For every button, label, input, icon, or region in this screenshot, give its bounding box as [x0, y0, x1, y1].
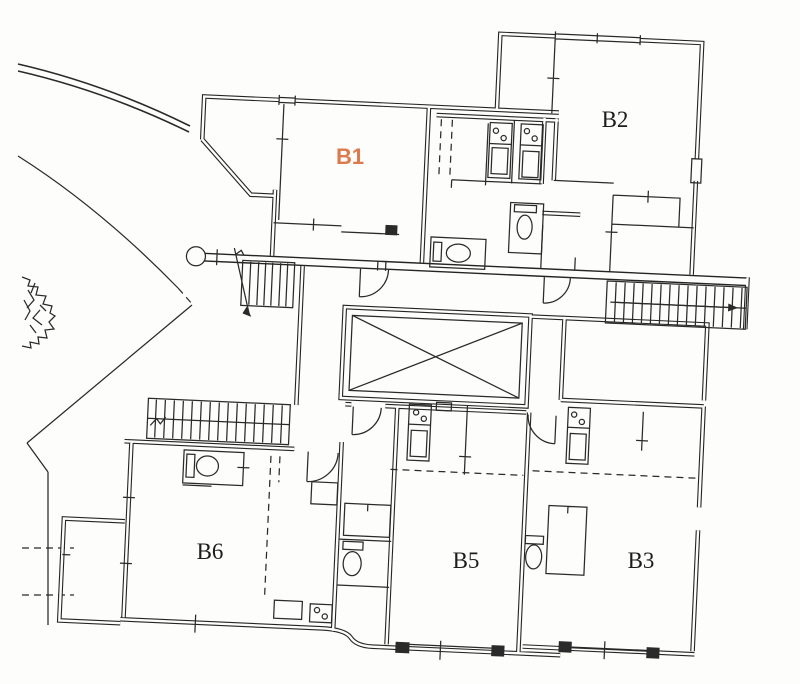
- kitchen-fixture-b1: [487, 121, 513, 180]
- window-post: [646, 647, 660, 659]
- closet-b5: [342, 502, 392, 538]
- window-b2-top: [554, 31, 642, 46]
- outer-walls-inner: [58, 32, 749, 657]
- stair-arrow-icon: [149, 416, 167, 426]
- unit-b2-interior: [547, 31, 703, 272]
- unit-b5-interior: [337, 403, 524, 660]
- unit-label-b2: B2: [602, 107, 629, 132]
- dashed-partition: [263, 455, 281, 596]
- unit-label-b5: B5: [453, 548, 480, 573]
- dashed-partition: [438, 119, 454, 178]
- door-arcs: [306, 268, 571, 483]
- unit-b6-interior: [62, 449, 339, 633]
- window-b5-bottom: [409, 640, 492, 660]
- closet-b6: [310, 481, 339, 506]
- site-boundary-line: [26, 304, 193, 625]
- window-post: [395, 641, 410, 654]
- unit-label-b1: B1: [336, 144, 364, 169]
- site-curve-inner: [17, 155, 179, 289]
- stair-west-treads: [248, 261, 289, 307]
- site-lines: [17, 63, 194, 625]
- window-b3-bottom: [571, 641, 647, 660]
- wall-post: [385, 224, 398, 236]
- stair-arrow-icon: [242, 306, 252, 317]
- window-b1-top: [278, 94, 296, 106]
- toilet-fixture-b5: [342, 540, 364, 577]
- dashed-partition: [532, 470, 697, 479]
- window-post: [558, 641, 572, 653]
- building-plan: [56, 31, 750, 660]
- dashed-partition: [390, 468, 524, 476]
- kitchen-fixture-b5: [406, 403, 433, 462]
- site-curve-outer-2: [17, 70, 190, 133]
- kitchen-fixture-b3: [565, 406, 592, 465]
- wc-room-b1: [507, 201, 545, 255]
- site-curve-outer: [17, 63, 191, 127]
- unit-b3-interior: [524, 406, 697, 660]
- site-curve-inner-dashed: [177, 287, 194, 306]
- elevator-x-icon: [348, 314, 523, 399]
- closet-b3: [545, 504, 588, 576]
- unit-label-b3: B3: [628, 548, 655, 573]
- door-arc-b6: [306, 451, 339, 483]
- unit-b1-interior: [215, 94, 545, 271]
- window-b2-right: [690, 158, 703, 184]
- site-dashed-setbacks: [22, 547, 74, 596]
- stair-arrow-icon: [727, 303, 739, 312]
- toilet-fixture-b6: [185, 453, 220, 479]
- elevator-shaft: [348, 314, 523, 412]
- unit-label-b6: B6: [197, 539, 224, 564]
- window-post: [491, 645, 505, 657]
- tree-icon: [21, 276, 57, 349]
- stair-b6-treads: [154, 399, 283, 444]
- toilet-fixture-b2: [513, 204, 538, 240]
- stair-east: [604, 280, 748, 330]
- door-arc-b5: [351, 406, 382, 436]
- toilet-fixture-b1: [429, 236, 487, 271]
- stair-west: [233, 247, 296, 317]
- door-arc-b3: [527, 414, 557, 445]
- column-icon: [185, 246, 207, 267]
- door-arc-b1: [358, 268, 390, 298]
- stair-b6: [145, 397, 291, 446]
- door-arc-b2: [542, 277, 571, 304]
- kitchen-fixture-b6: [272, 599, 333, 624]
- kitchen-fixture-b2: [518, 123, 544, 181]
- toilet-fixture-b3: [524, 534, 545, 570]
